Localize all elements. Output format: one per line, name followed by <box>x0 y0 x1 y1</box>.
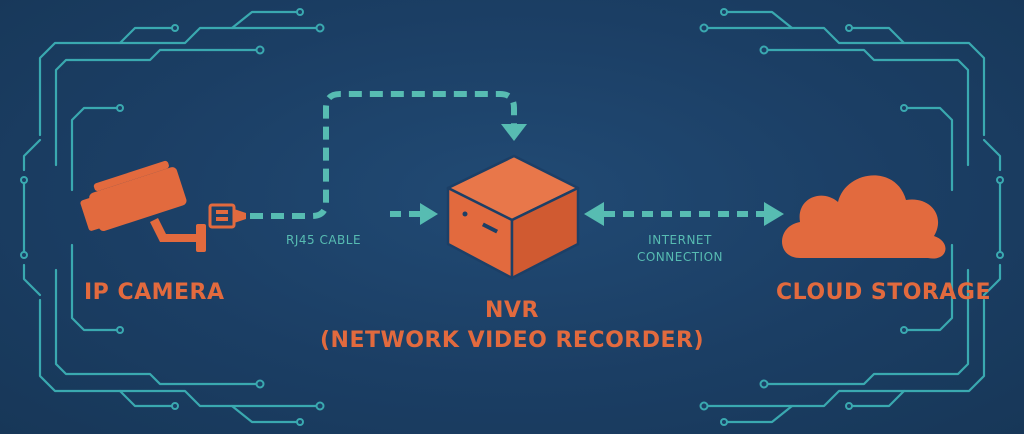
box-icon <box>446 154 580 280</box>
camera-label: IP CAMERA <box>84 280 225 305</box>
rj45-cable-line <box>250 91 517 219</box>
internet-label-line1: INTERNET <box>648 233 712 247</box>
cctv-camera-icon <box>80 160 206 252</box>
input-arrow <box>390 203 438 225</box>
cable-label: RJ45 CABLE <box>286 233 362 247</box>
cloud-label: CLOUD STORAGE <box>776 280 991 305</box>
cloud-icon <box>782 175 946 259</box>
internet-connection-line <box>584 202 784 226</box>
nvr-label: NVR <box>485 298 539 323</box>
internet-label-line2: CONNECTION <box>636 250 724 264</box>
circuit-nodes <box>20 8 1004 426</box>
internet-label-group: INTERNET CONNECTION <box>620 232 740 266</box>
nvr-sublabel: (NETWORK VIDEO RECORDER) <box>319 328 705 353</box>
rj45-connector-icon <box>208 203 246 229</box>
nvr-label-group: NVR (NETWORK VIDEO RECORDER) <box>312 296 712 356</box>
circuit-frame <box>22 10 1002 424</box>
cable-arrow-head <box>501 124 527 141</box>
